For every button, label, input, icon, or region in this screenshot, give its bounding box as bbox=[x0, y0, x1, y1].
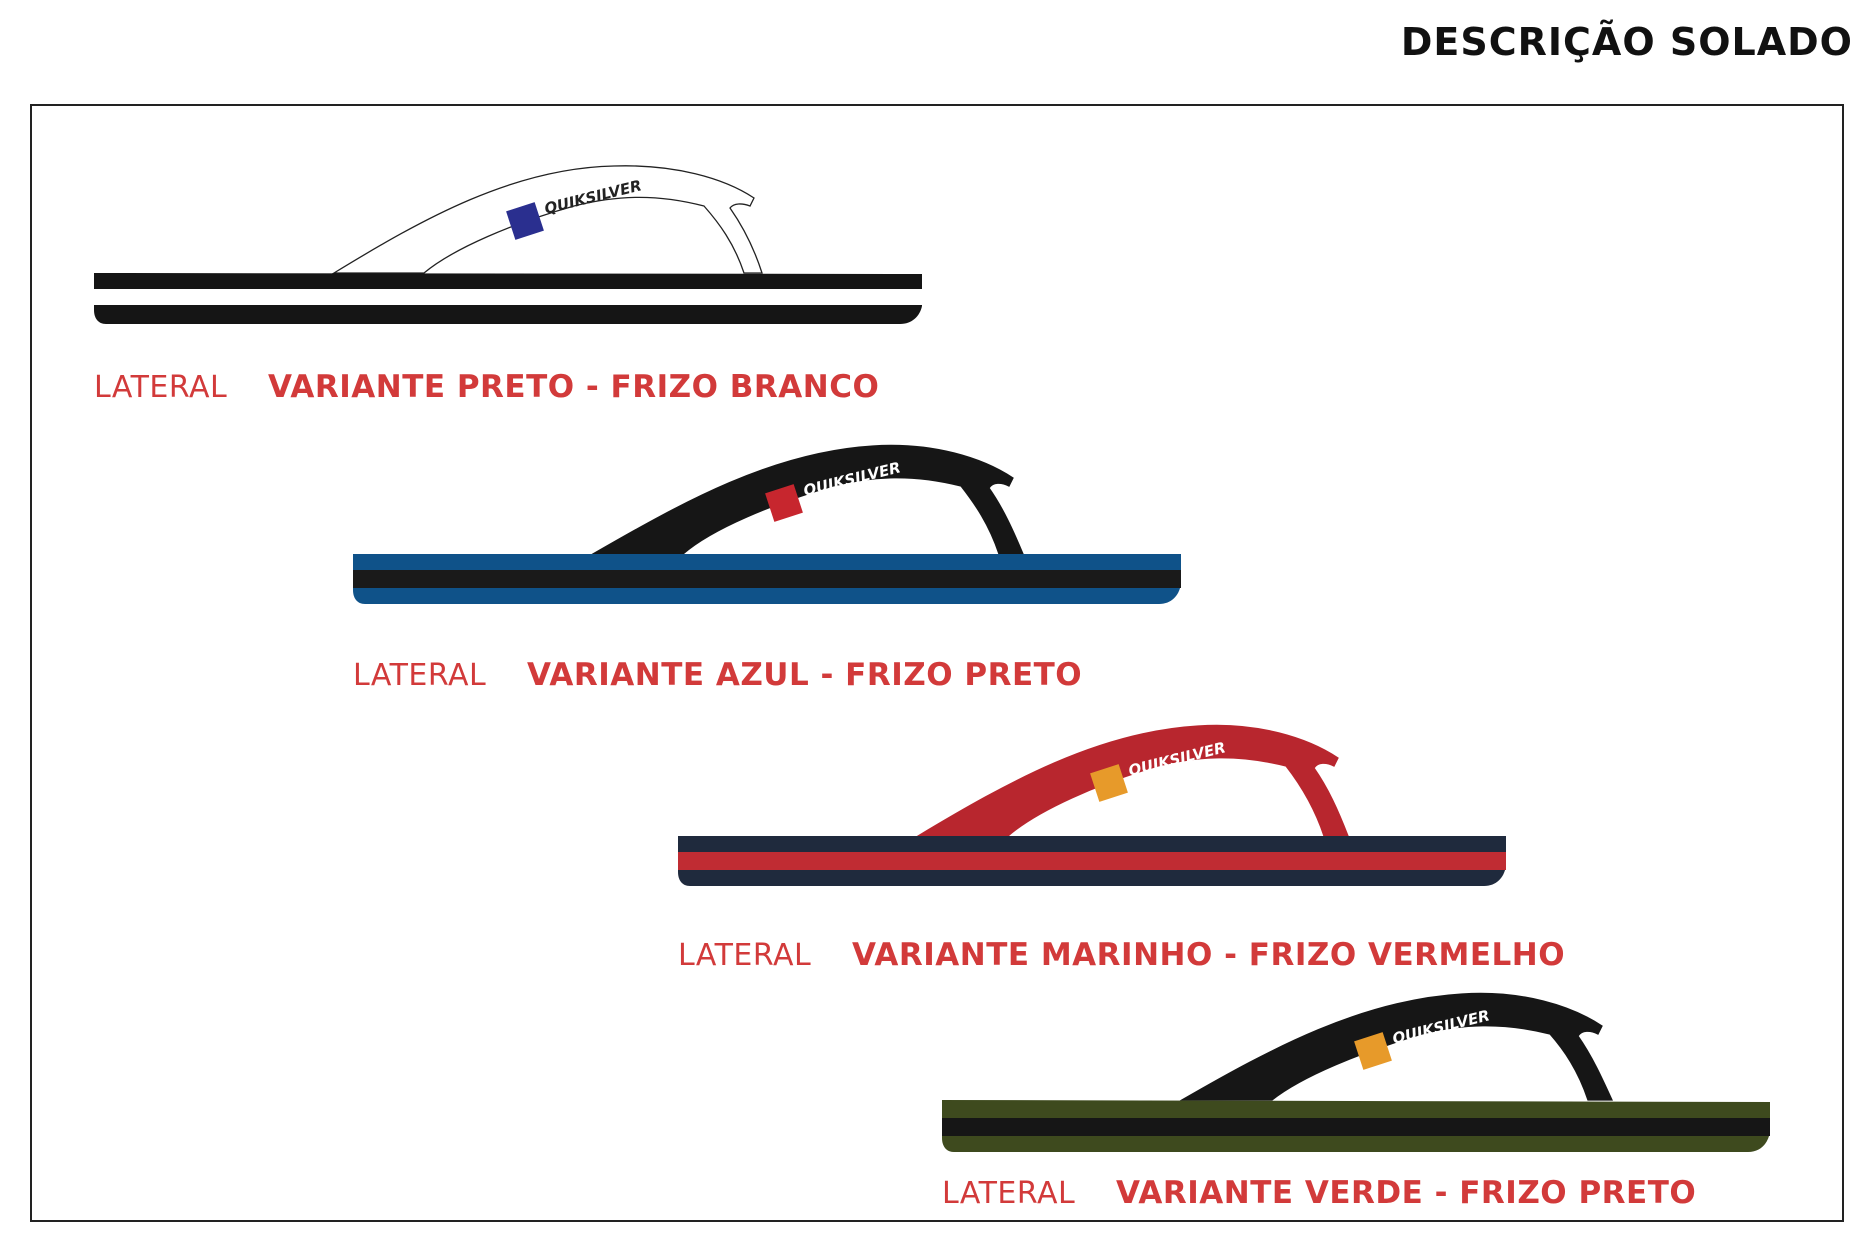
sole-stripe bbox=[678, 852, 1506, 870]
sandal-side-view-marinho: QUIKSILVER bbox=[678, 724, 1506, 886]
strap bbox=[331, 165, 763, 274]
sandal-side-view-preto: QUIKSILVER bbox=[94, 165, 922, 324]
view-label: LATERAL bbox=[942, 1176, 1076, 1211]
view-label: LATERAL bbox=[678, 938, 812, 973]
sole-stripe bbox=[942, 1118, 1770, 1136]
view-label: LATERAL bbox=[353, 658, 487, 693]
sole-description-panel: QUIKSILVER LATERAL VARIANTE PRETO - FRIZ… bbox=[30, 104, 1844, 1222]
sandal-side-view-azul: QUIKSILVER bbox=[353, 444, 1181, 604]
page-title: DESCRIÇÃO SOLADO bbox=[1400, 20, 1853, 64]
variant-verde: QUIKSILVER LATERAL VARIANTE VERDE - FRIZ… bbox=[942, 974, 1792, 1224]
variant-name: VARIANTE PRETO - FRIZO BRANCO bbox=[268, 369, 880, 405]
strap bbox=[915, 724, 1349, 837]
badge-icon bbox=[506, 202, 544, 240]
strap bbox=[1179, 992, 1614, 1101]
variant-name: VARIANTE AZUL - FRIZO PRETO bbox=[527, 657, 1083, 693]
sole-stripe bbox=[353, 570, 1181, 588]
badge-icon bbox=[1354, 1032, 1392, 1070]
sandal-side-view-verde: QUIKSILVER bbox=[942, 992, 1770, 1152]
variant-marinho: QUIKSILVER LATERAL VARIANTE MARINHO - FR… bbox=[678, 702, 1565, 973]
badge-icon bbox=[765, 484, 803, 522]
variant-preto: QUIKSILVER LATERAL VARIANTE PRETO - FRIZ… bbox=[94, 148, 944, 408]
view-label: LATERAL bbox=[94, 370, 228, 405]
variant-azul: QUIKSILVER LATERAL VARIANTE AZUL - FRIZO… bbox=[353, 424, 1203, 694]
badge-icon bbox=[1090, 764, 1128, 802]
sole-stripe bbox=[94, 289, 922, 305]
variant-name: VARIANTE VERDE - FRIZO PRETO bbox=[1116, 1175, 1697, 1211]
strap bbox=[590, 444, 1024, 555]
variant-name: VARIANTE MARINHO - FRIZO VERMELHO bbox=[852, 937, 1566, 973]
